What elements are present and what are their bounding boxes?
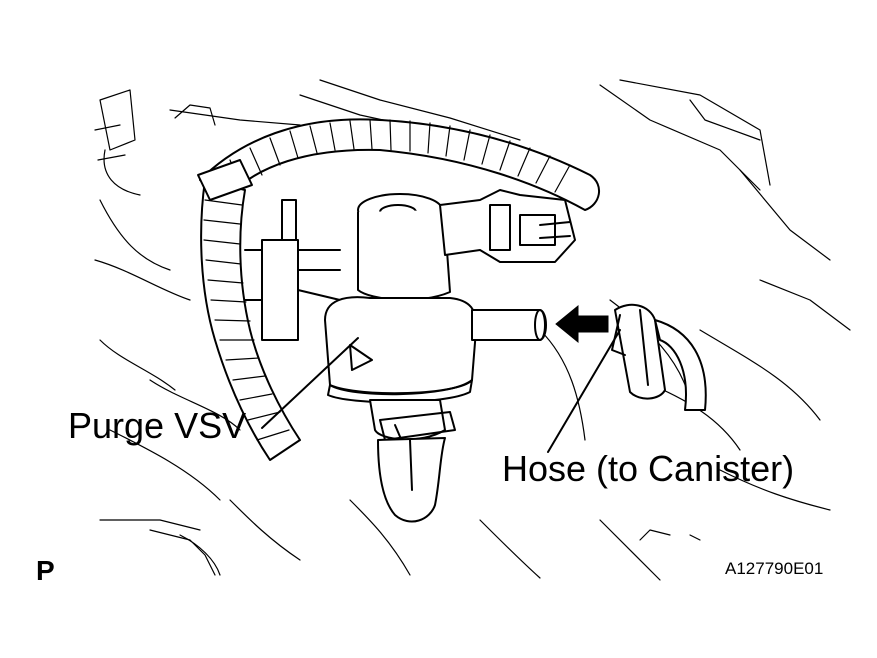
purge-vsv-label: Purge VSV [68, 405, 247, 446]
figure-code: A127790E01 [725, 559, 824, 578]
canister-hose [611, 303, 707, 411]
hose-label: Hose (to Canister) [502, 448, 795, 489]
mounting-bracket [244, 199, 341, 341]
install-direction-arrow [555, 304, 609, 344]
leader-lines [261, 329, 621, 453]
background-engine-parts [94, 79, 851, 581]
view-mark: P [36, 555, 55, 586]
purge-vsv [324, 189, 576, 523]
wiring-harness [197, 118, 600, 461]
